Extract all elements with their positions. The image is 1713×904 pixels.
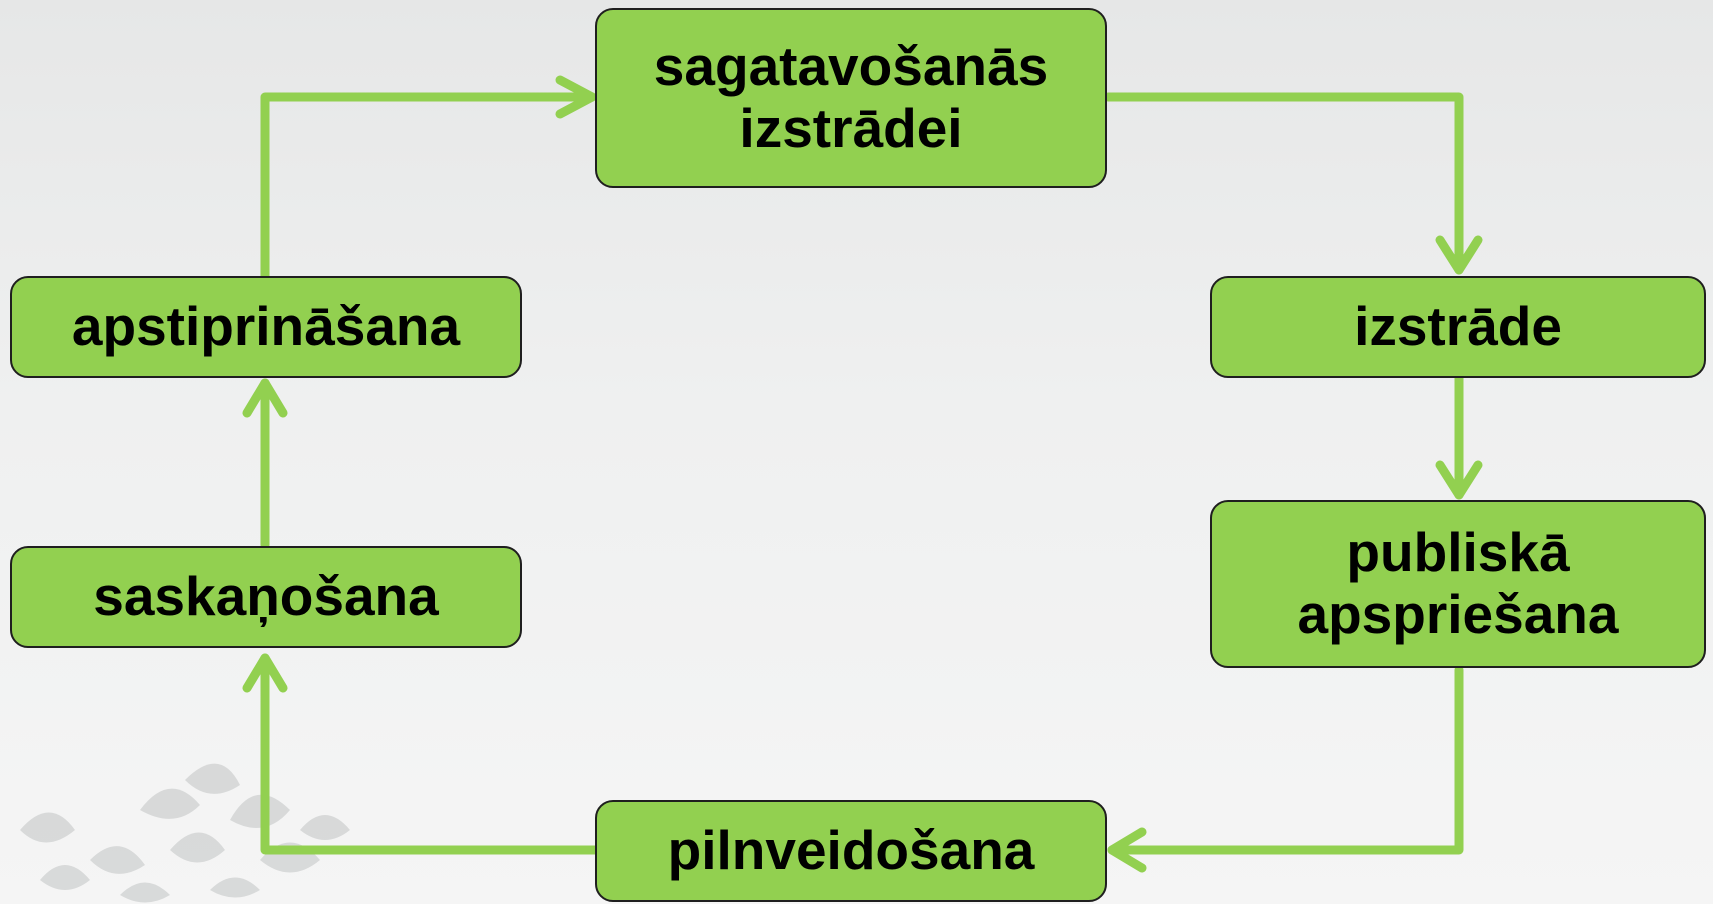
arrowhead-into-publiska xyxy=(1435,460,1483,500)
decorative-leaf-pattern xyxy=(20,763,350,903)
node-saskanosana-label: saskaņošana xyxy=(93,565,439,628)
node-sagatavosanas-label: sagatavošanās izstrādei xyxy=(653,35,1049,159)
node-izstrade-label: izstrāde xyxy=(1354,295,1562,358)
connector-sagatavosanas-to-izstrade xyxy=(1103,92,1464,275)
node-sagatavosanas: sagatavošanās izstrādei xyxy=(595,8,1107,188)
connector-apstiprinasana-to-sagatavosanas xyxy=(260,92,597,281)
node-publiska-label: publiskā apspriešana xyxy=(1297,521,1619,645)
node-saskanosana: saskaņošana xyxy=(10,546,522,648)
arrowhead-into-sagatavosanas xyxy=(555,75,597,119)
connector-pilnveidosana-to-saskanosana xyxy=(260,653,600,855)
node-publiska-apspriesana: publiskā apspriešana xyxy=(1210,500,1706,668)
node-pilnveidosana-label: pilnveidošana xyxy=(667,819,1035,882)
connector-lines xyxy=(242,75,1483,873)
node-pilnveidosana: pilnveidošana xyxy=(595,800,1107,902)
arrowhead-into-pilnveidosana xyxy=(1107,827,1147,873)
node-apstiprinasana: apstiprināšana xyxy=(10,276,522,378)
arrowhead-into-izstrade xyxy=(1435,235,1483,275)
arrowhead-into-apstiprinasana xyxy=(242,378,288,418)
connector-publiska-to-pilnveidosana xyxy=(1107,665,1464,855)
node-apstiprinasana-label: apstiprināšana xyxy=(71,295,461,358)
arrowhead-into-saskanosana xyxy=(242,653,288,693)
node-izstrade: izstrāde xyxy=(1210,276,1706,378)
